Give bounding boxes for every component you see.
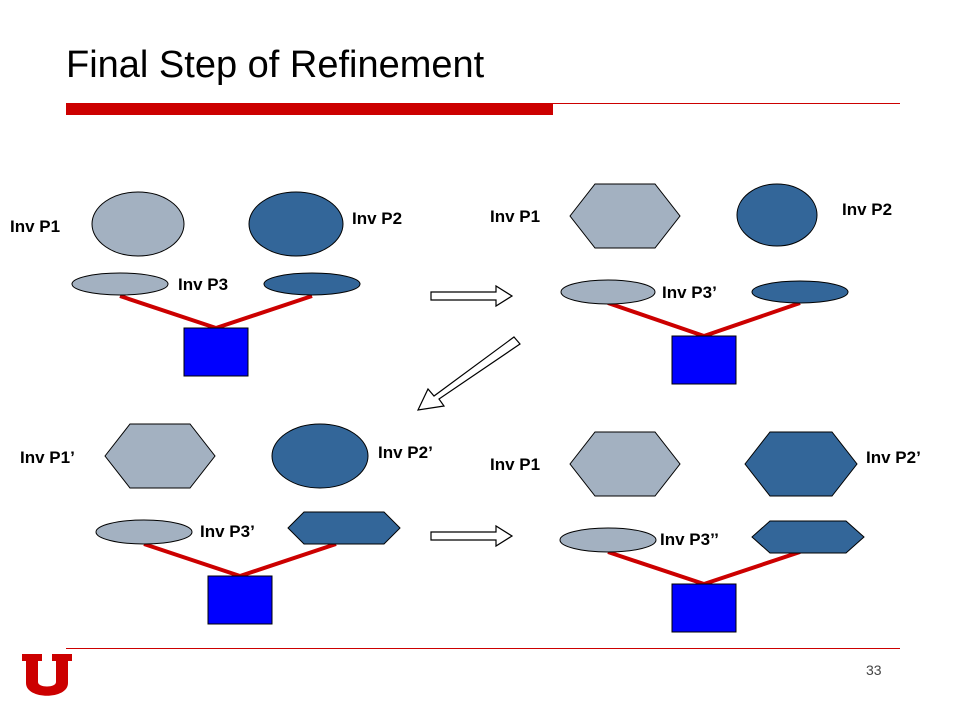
panel-top-left: Inv P1 Inv P2 Inv P3: [10, 191, 402, 377]
p3-right-ellipse: [263, 272, 361, 296]
p2-label: Inv P2’: [378, 443, 433, 462]
p3-left-ellipse: [559, 527, 657, 553]
p1-hexagon: [569, 183, 681, 249]
connector-right: [215, 294, 313, 330]
p2-label: Inv P2: [842, 200, 892, 219]
p3-right-hexagon: [751, 520, 865, 554]
p1-label: Inv P1: [10, 217, 60, 236]
panel-bottom-left: Inv P1’ Inv P2’ Inv P3’: [20, 423, 433, 625]
p1-label: Inv P1: [490, 207, 540, 226]
p1-label: Inv P1’: [20, 448, 75, 467]
page-number: 33: [866, 662, 882, 678]
p3-label: Inv P3’: [662, 283, 717, 302]
p2-label: Inv P2’: [866, 448, 921, 467]
connector-left: [119, 294, 217, 330]
p1-hexagon: [569, 431, 681, 497]
arrow-right-top: [430, 284, 514, 308]
target-box: [207, 575, 273, 625]
panel-bottom-right: Inv P1 Inv P2’ Inv P3’’: [490, 431, 921, 633]
arrow-diagonal: [416, 336, 521, 411]
p3-left-ellipse: [71, 272, 169, 296]
p1-hexagon: [104, 423, 216, 489]
p3-right-hexagon: [287, 511, 401, 545]
p3-left-ellipse: [560, 279, 656, 305]
connector-right: [239, 542, 337, 578]
p1-ellipse: [91, 191, 185, 257]
connector-left: [607, 550, 705, 586]
connector-left: [607, 301, 705, 338]
title-underline: [553, 103, 900, 104]
connector-right: [703, 301, 801, 338]
p1-label: Inv P1: [490, 455, 540, 474]
title-accent-bar: [66, 103, 553, 115]
p3-label: Inv P3’: [200, 522, 255, 541]
p3-right-ellipse: [751, 280, 849, 304]
p2-label: Inv P2: [352, 209, 402, 228]
p3-label: Inv P3: [178, 275, 228, 294]
target-box: [671, 583, 737, 633]
p2-hexagon: [744, 431, 858, 497]
p3-label: Inv P3’’: [660, 530, 719, 549]
slide-title: Final Step of Refinement: [66, 44, 485, 86]
connector-right: [703, 550, 801, 586]
target-box: [671, 335, 737, 385]
university-u-logo: [22, 654, 72, 696]
p2-ellipse: [271, 423, 369, 489]
connector-left: [143, 542, 241, 578]
arrow-right-bottom: [430, 524, 514, 548]
p2-ellipse: [736, 183, 818, 247]
footer-rule: [66, 648, 900, 649]
p3-left-ellipse: [95, 519, 193, 545]
target-box: [183, 327, 249, 377]
panel-top-right: Inv P1 Inv P2 Inv P3’: [490, 183, 892, 385]
p2-ellipse: [248, 191, 344, 257]
